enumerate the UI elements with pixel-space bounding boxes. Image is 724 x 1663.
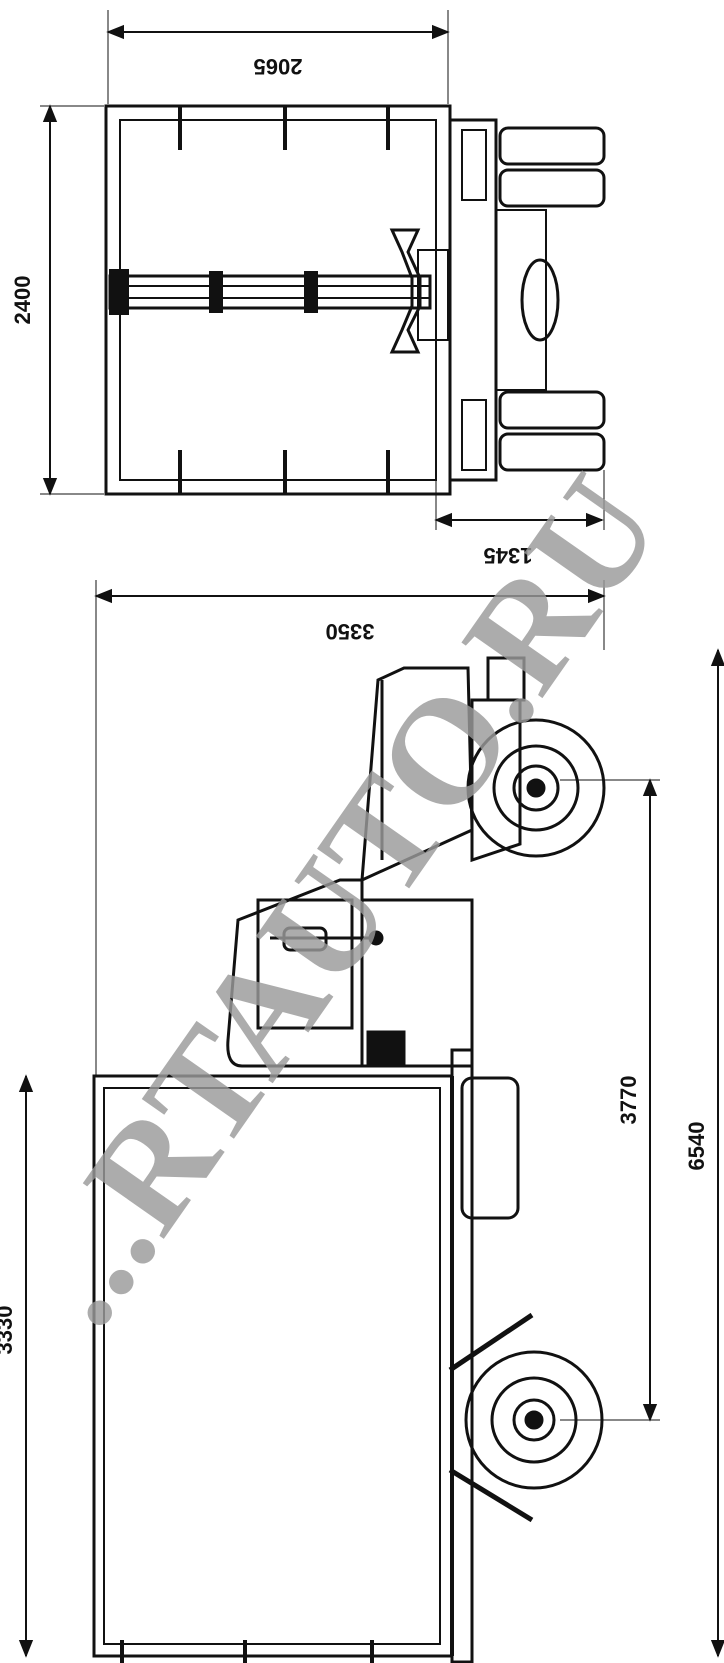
differential (520, 258, 560, 342)
dim-body-length: 3330 (0, 1306, 17, 1355)
chassis-frame (448, 118, 498, 482)
watermark: ...RTAUTO.RU (0, 447, 692, 1353)
body-stakes (178, 106, 390, 494)
cargo-body-outline (104, 104, 452, 496)
cab (226, 656, 526, 1068)
cargo-body-inner (119, 119, 437, 481)
fuel-tank (460, 1076, 520, 1220)
dim-track-width: 1345 (484, 543, 533, 568)
rear-coupling (389, 228, 449, 354)
dim-overall-height: 2400 (10, 276, 35, 325)
exhaust-grille (366, 1030, 406, 1068)
dim-overall-length: 6540 (684, 1122, 709, 1171)
cross-member (108, 269, 432, 315)
front-view (40, 10, 606, 530)
axle-housing (495, 209, 547, 391)
dim-cargo-width: 2065 (254, 54, 303, 79)
dim-cab-length: 3350 (326, 619, 375, 644)
side-view (18, 580, 724, 1663)
rear-wheels (498, 126, 606, 472)
front-wheel (466, 718, 606, 858)
dim-wheelbase: 3770 (616, 1076, 641, 1125)
